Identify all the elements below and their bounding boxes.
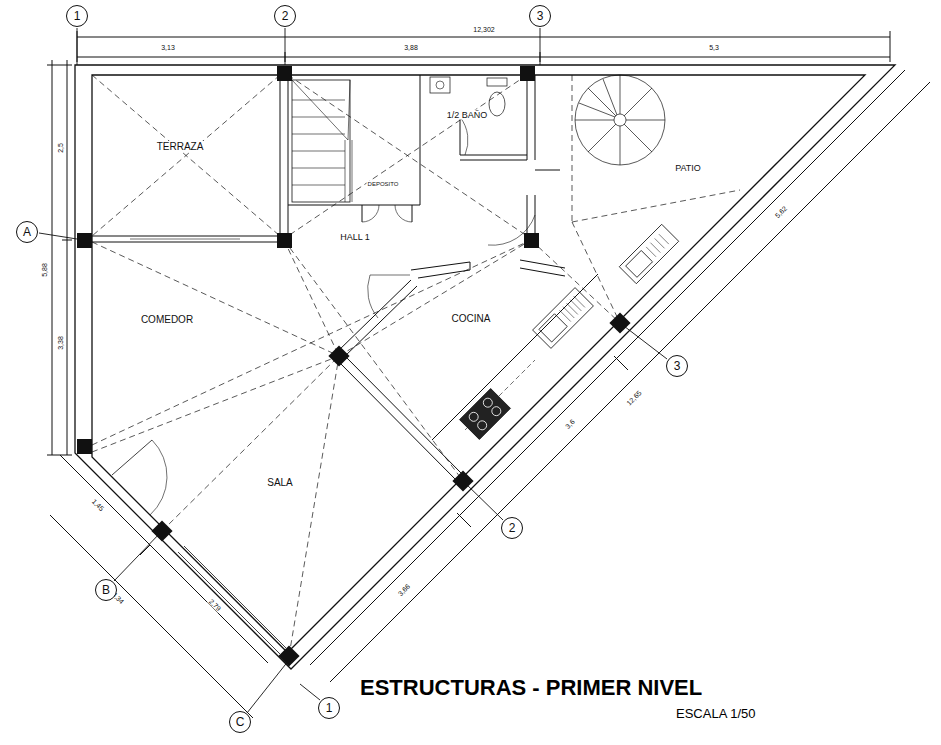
grid-bubble: 1 — [66, 5, 88, 27]
label-text: 5,88 — [41, 262, 48, 278]
grid-bubble: 2 — [274, 5, 296, 27]
grid-axis-id: C — [236, 716, 245, 728]
dimension-label: 12,65 — [625, 389, 644, 408]
grid-bubble: B — [95, 579, 117, 601]
grid-axis-id: 3 — [674, 360, 681, 372]
grid-axis-id: B — [102, 584, 110, 596]
label-text: 12,302 — [472, 26, 495, 33]
drawing-title: ESTRUCTURAS - PRIMER NIVEL — [360, 675, 702, 701]
room-label: SALA — [266, 478, 294, 488]
dimension-label: 3,88 — [403, 44, 419, 51]
label-text: 1,45 — [90, 497, 106, 513]
grid-axis-id: 2 — [282, 10, 289, 22]
label-text: 3,66 — [396, 582, 412, 598]
dimension-label: 3,13 — [160, 44, 176, 51]
room-label: TERRAZA — [156, 142, 205, 152]
grid-axis-id: 1 — [326, 702, 333, 714]
label-text: SALA — [266, 477, 294, 488]
label-text: 3,13 — [160, 44, 176, 51]
grid-bubble: A — [16, 221, 38, 243]
dimension-label: 5,3 — [708, 44, 720, 51]
label-text: 12,65 — [625, 389, 644, 408]
label-text: 3,38 — [57, 335, 64, 351]
room-label: PATIO — [674, 164, 702, 173]
label-text: DEPOSITO — [367, 181, 400, 187]
label-text: 3,6 — [563, 417, 576, 430]
label-text: PATIO — [674, 163, 702, 173]
grid-bubble: 3 — [529, 5, 551, 27]
label-text: 5,62 — [773, 204, 789, 220]
room-label: 1/2 BAÑO — [446, 111, 489, 120]
dimension-label: 3,6 — [563, 417, 576, 430]
grid-axis-id: 2 — [509, 522, 516, 534]
room-label: HALL 1 — [339, 233, 371, 242]
label-text: COCINA — [451, 313, 492, 324]
label-text: 5,3 — [708, 44, 720, 51]
dimension-label: 1,45 — [90, 497, 106, 513]
grid-bubble: C — [229, 711, 251, 733]
grid-axis-id: 1 — [74, 10, 81, 22]
dimension-label: 12,302 — [472, 26, 495, 33]
scale-caption: ESCALA 1/50 — [676, 706, 756, 721]
label-text: HALL 1 — [339, 232, 371, 242]
room-label: DEPOSITO — [367, 181, 400, 187]
label-text: COMEDOR — [140, 314, 194, 325]
label-text: TERRAZA — [156, 141, 205, 152]
label-text: 2,5 — [57, 142, 64, 154]
dimension-label: 5,88 — [41, 262, 48, 278]
label-text: 3,88 — [403, 44, 419, 51]
grid-axis-id: A — [23, 226, 31, 238]
room-label: COMEDOR — [140, 315, 194, 325]
dimension-label: 2,5 — [57, 142, 64, 154]
room-label: COCINA — [451, 314, 492, 324]
dimension-label: 3,38 — [57, 335, 64, 351]
grid-axis-id: 3 — [537, 10, 544, 22]
label-text: 1/2 BAÑO — [446, 110, 489, 120]
grid-bubble: 3 — [666, 355, 688, 377]
grid-bubble: 2 — [501, 517, 523, 539]
grid-bubble: 1 — [318, 697, 340, 719]
dimension-label: 3,66 — [396, 582, 412, 598]
dimension-label: 5,62 — [773, 204, 789, 220]
